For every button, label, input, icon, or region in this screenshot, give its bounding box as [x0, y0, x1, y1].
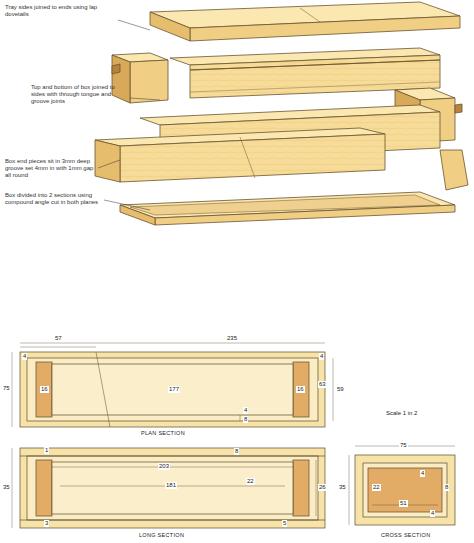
dimension-label: 59	[336, 386, 345, 393]
dimension-label: 4	[319, 353, 324, 360]
view-title: LONG SECTION	[138, 532, 185, 538]
dimension-label: 22	[372, 484, 381, 491]
dimension-label: 5	[282, 520, 287, 527]
dimension-label: 4	[243, 407, 248, 414]
dimension-label: 75	[399, 442, 408, 449]
dimension-label: 75	[2, 385, 11, 392]
dimension-label: 181	[165, 482, 177, 489]
dimension-label: 35	[2, 484, 11, 491]
dimension-label: 177	[168, 386, 180, 393]
dimension-label: 1	[44, 447, 49, 454]
dimension-label: 4	[22, 353, 27, 360]
dimension-label: 63	[318, 381, 327, 388]
view-title: CROSS SECTION	[380, 532, 431, 538]
dimension-label: 235	[226, 335, 238, 342]
dimension-label: 4	[430, 510, 435, 517]
dimension-label: 16	[40, 386, 49, 393]
dimension-label: 8	[234, 448, 239, 455]
dimension-label: Scale 1 in 2	[385, 410, 418, 417]
callout-note: Tray sides joined to ends using lap dove…	[4, 4, 118, 18]
dimension-label: 4	[420, 470, 425, 477]
callout-note: Top and bottom of box joined to sides wi…	[30, 84, 130, 105]
callout-note: Box divided into 2 sections using compou…	[4, 192, 104, 206]
callout-note: Box end pieces sit in 3mm deep groove se…	[4, 158, 98, 179]
dimension-label: 16	[296, 386, 305, 393]
dimension-label: 203	[158, 463, 170, 470]
dimension-label: 57	[54, 335, 63, 342]
dimension-label: 26	[318, 484, 327, 491]
dimension-label: 22	[246, 478, 255, 485]
dimension-label: 8	[444, 484, 449, 491]
dimension-label: 3	[44, 520, 49, 527]
view-title: PLAN SECTION	[140, 430, 186, 436]
dimension-label: 35	[338, 484, 347, 491]
dimension-label: 51	[399, 500, 408, 507]
dimension-label: 8	[243, 416, 248, 423]
